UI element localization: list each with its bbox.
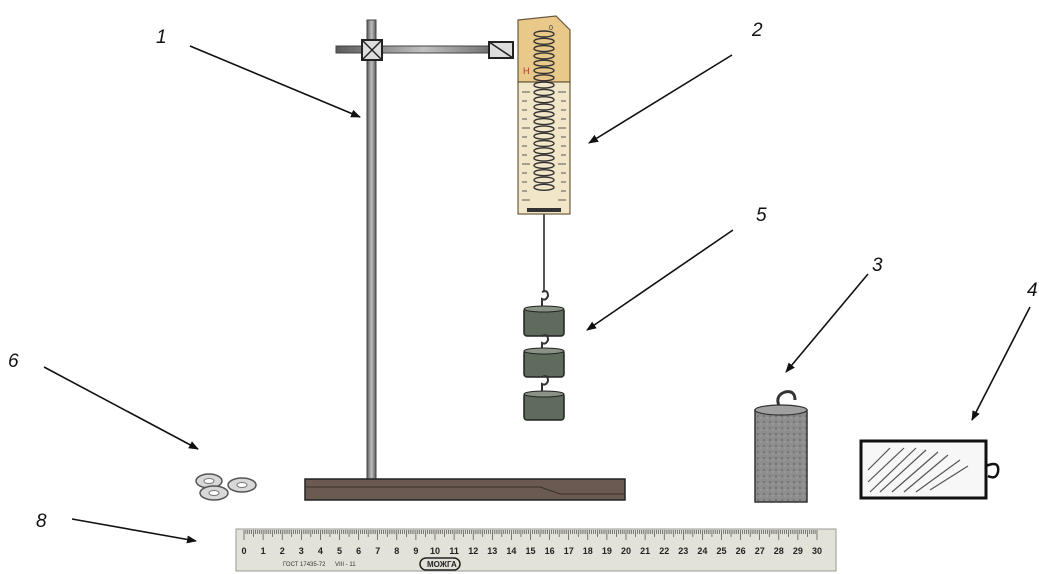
ruler-number: 10 <box>430 546 440 556</box>
spring-coil <box>533 74 555 82</box>
dynamometer-scale <box>522 91 566 201</box>
dynamometer-pointer <box>527 208 561 212</box>
spring-coil <box>533 154 555 162</box>
ruler-number: 14 <box>506 546 516 556</box>
label-2: 2 <box>751 20 763 41</box>
spring-coil <box>533 44 555 53</box>
label-6: 6 <box>8 351 19 372</box>
ruler-number: 24 <box>697 546 707 556</box>
ruler-number: 29 <box>793 546 803 556</box>
label-4: 4 <box>1027 280 1038 301</box>
spring-coil <box>533 59 555 67</box>
ruler-number: 6 <box>356 546 361 556</box>
ruler-number: 25 <box>716 546 726 556</box>
dynamometer-unit-label: H <box>523 66 530 76</box>
arrow-6 <box>43 366 199 450</box>
ruler-number: 18 <box>583 546 593 556</box>
ruler-number: 27 <box>755 546 765 556</box>
ruler-number: 21 <box>640 546 650 556</box>
spring-coil <box>533 176 555 184</box>
arrow-1 <box>189 45 361 118</box>
spring-coil <box>533 88 555 97</box>
stand-rod <box>366 19 377 481</box>
wooden-block <box>859 439 1000 500</box>
ruler-number: 8 <box>394 546 399 556</box>
ruler-number: 16 <box>545 546 555 556</box>
spring-coil <box>533 139 555 148</box>
ruler-number: 22 <box>659 546 669 556</box>
spring-coil <box>533 147 555 155</box>
weight <box>523 334 565 378</box>
ruler-number: 26 <box>736 546 746 556</box>
weight <box>523 375 565 421</box>
ruler-number: 11 <box>449 546 459 556</box>
spring-coil <box>533 125 555 133</box>
ruler-brand-badge <box>419 557 461 571</box>
ruler-number: 28 <box>774 546 784 556</box>
dynamometer-zero-label: 0 <box>549 25 553 32</box>
arrow-4 <box>971 306 1031 421</box>
ruler-number: 20 <box>621 546 631 556</box>
ruler-standard-text: ГОСТ 17435-72 <box>283 562 326 568</box>
spring-coil <box>533 95 555 104</box>
ruler-number: 17 <box>564 546 574 556</box>
spring-coil <box>533 66 555 75</box>
arrow-3 <box>785 273 869 373</box>
ruler-number: 15 <box>525 546 535 556</box>
pointer-arrows <box>43 45 1031 544</box>
cylinder <box>754 390 808 503</box>
label-8: 8 <box>36 511 47 532</box>
ruler-number: 4 <box>318 546 323 556</box>
dynamometer-spring <box>533 30 555 192</box>
dynamometer-cap <box>517 15 571 83</box>
spring-coil <box>533 132 555 140</box>
ruler-number: 2 <box>280 546 285 556</box>
dynamometer: 0 H <box>517 15 571 292</box>
ruler-number: 1 <box>261 546 266 556</box>
ruler-number: 9 <box>413 546 418 556</box>
spring-coil <box>533 168 555 177</box>
ruler-number: 7 <box>375 546 380 556</box>
weights-stack <box>523 290 565 421</box>
arrow-2 <box>588 54 733 144</box>
ruler-code-text: VIII - 11 <box>335 562 356 568</box>
spring-coil <box>533 103 555 111</box>
label-5: 5 <box>756 205 767 226</box>
arrow-5 <box>586 229 734 331</box>
stand <box>304 19 626 501</box>
ruler-ticks <box>243 530 818 540</box>
spring-coil <box>533 110 555 119</box>
label-3: 3 <box>872 255 883 276</box>
ruler-number: 30 <box>812 546 822 556</box>
spring-coil <box>533 117 555 126</box>
spring-coil <box>533 183 555 192</box>
block-hatching <box>867 447 969 493</box>
block-hook <box>985 462 1000 479</box>
spring-coil <box>533 30 555 38</box>
stand-base <box>304 478 626 501</box>
weight <box>523 290 565 337</box>
ruler-number: 12 <box>468 546 478 556</box>
ruler-number: 13 <box>487 546 497 556</box>
ruler-number: 23 <box>678 546 688 556</box>
ruler-number: 5 <box>337 546 342 556</box>
ruler-number: 3 <box>299 546 304 556</box>
ruler-number: 0 <box>241 546 246 556</box>
label-1: 1 <box>156 27 167 48</box>
arrow-8 <box>71 518 197 544</box>
spring-coil <box>533 52 555 60</box>
spring-coil <box>533 37 555 45</box>
ruler-brand: МОЖГА <box>427 560 457 569</box>
washers <box>195 473 257 501</box>
ruler-number: 19 <box>602 546 612 556</box>
spring-coil <box>533 161 555 170</box>
spring-coil <box>533 81 555 89</box>
